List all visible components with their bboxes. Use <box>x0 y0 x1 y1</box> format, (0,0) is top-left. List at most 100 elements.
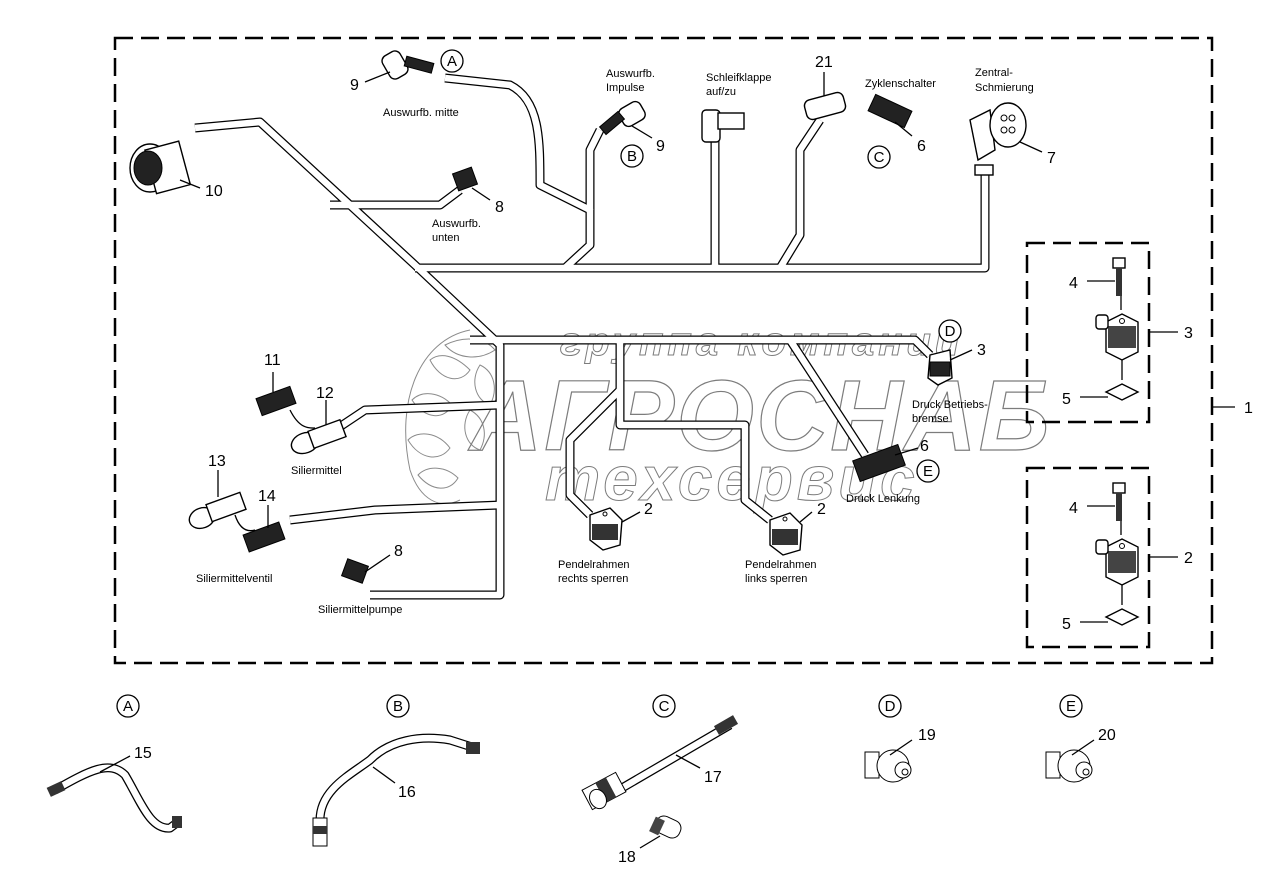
label-impulse-2: Impulse <box>606 82 645 94</box>
ref-c-text: C <box>874 149 885 166</box>
label-betriebsbremse-1: Druck Betriebs- <box>912 399 988 411</box>
callout-15: 15 <box>134 745 152 762</box>
ref-marker-c-detail <box>652 694 676 718</box>
callout-17: 17 <box>704 769 722 786</box>
detail-view-c[interactable]: C 17 18 <box>581 694 739 866</box>
detail-view-a[interactable]: A 15 <box>46 694 182 833</box>
callout-8b: 8 <box>394 543 403 560</box>
callout-21: 21 <box>815 54 833 71</box>
part-schleifklappe[interactable]: Schleifklappe auf/zu <box>701 72 771 143</box>
callout-18: 18 <box>618 849 636 866</box>
detail-view-b[interactable]: B 16 <box>312 694 480 847</box>
callout-8a: 8 <box>495 199 504 216</box>
part-10-round-connector[interactable]: 10 <box>129 140 223 200</box>
label-auswurf-unten-2: unten <box>432 232 460 244</box>
connector-icon <box>803 91 847 121</box>
pressure-switch-20-icon <box>1045 749 1093 783</box>
label-schleifklappe-2: auf/zu <box>706 86 736 98</box>
ref-marker-a[interactable]: A <box>440 49 464 73</box>
ref-d-text: D <box>945 323 956 340</box>
assembly-callout: 1 <box>1244 400 1253 417</box>
label-pendel-links-2: links sperren <box>745 573 807 585</box>
cable-17-icon <box>581 715 739 811</box>
label-siliermittelventil: Siliermittelventil <box>196 573 272 585</box>
cable-15-icon <box>46 763 182 833</box>
callout-9b: 9 <box>656 138 665 155</box>
part-2-pendelrahmen-rechts[interactable]: 2 Pendelrahmen rechts sperren <box>558 501 653 585</box>
ref-marker-d[interactable]: D <box>938 319 962 343</box>
connector-icon <box>255 385 297 417</box>
ref-marker-c[interactable]: C <box>867 145 891 169</box>
seal-icon <box>1104 383 1140 401</box>
callout-3a: 3 <box>977 342 986 359</box>
detail-view-e[interactable]: E 20 <box>1045 694 1116 783</box>
ref-marker-e-detail <box>1059 694 1083 718</box>
callout-2b: 2 <box>817 501 826 518</box>
plug-18-icon <box>649 815 682 839</box>
callout-2c: 2 <box>1184 550 1193 567</box>
part-21-connector[interactable]: 21 <box>803 54 847 121</box>
ref-marker-d-detail <box>878 694 902 718</box>
part-8-auswurf-unten[interactable]: 8 Auswurfb. unten <box>432 166 504 244</box>
part-13-connector[interactable]: 13 <box>186 453 247 532</box>
connector-icon <box>340 558 370 584</box>
part-9-auswurf-impulse[interactable]: 9 Auswurfb. Impulse <box>598 68 665 155</box>
connector-icon <box>867 93 913 129</box>
callout-20: 20 <box>1098 727 1116 744</box>
callout-5b: 5 <box>1062 616 1071 633</box>
callout-4b: 4 <box>1069 500 1078 517</box>
pressure-switch-19-icon <box>864 749 912 783</box>
ref-a-text: A <box>447 53 457 70</box>
part-6-zyklenschalter[interactable]: 6 Zyklenschalter <box>865 78 936 155</box>
callout-16: 16 <box>398 784 416 801</box>
part-14-siliermittelventil[interactable]: 14 Siliermittelventil <box>196 488 286 585</box>
part-8-siliermittelpumpe[interactable]: 8 Siliermittelpumpe <box>318 543 403 616</box>
watermark-line2: АГРОСНАБ <box>467 360 1052 472</box>
part-9-auswurf-mitte[interactable]: 9 Auswurfb. mitte <box>350 49 459 119</box>
callout-4a: 4 <box>1069 275 1078 292</box>
callout-5a: 5 <box>1062 391 1071 408</box>
callout-3b: 3 <box>1184 325 1193 342</box>
callout-6a: 6 <box>917 138 926 155</box>
label-schleifklappe-1: Schleifklappe <box>706 72 771 84</box>
kit-2[interactable]: 4 2 5 <box>1025 466 1193 649</box>
ref-marker-e[interactable]: E <box>916 459 940 483</box>
callout-9a: 9 <box>350 77 359 94</box>
connector-icon <box>451 166 479 192</box>
detail-b-ref: B <box>393 698 403 715</box>
assembly-boundary <box>113 36 1214 665</box>
part-3-druck-betriebsbremse[interactable]: 3 Druck Betriebs- bremse <box>912 342 988 425</box>
ref-marker-a-detail <box>116 694 140 718</box>
label-zentral-1: Zentral- <box>975 67 1013 79</box>
elbow-connector-icon <box>701 109 721 143</box>
label-siliermittel: Siliermittel <box>291 465 342 477</box>
detail-d-ref: D <box>885 698 896 715</box>
harness-wires <box>194 73 990 600</box>
angle-connector-icon <box>969 108 996 162</box>
detail-e-ref: E <box>1066 698 1076 715</box>
detail-view-d[interactable]: D 19 <box>864 694 936 783</box>
part-12-siliermittel[interactable]: 12 Siliermittel <box>288 385 347 477</box>
label-pendel-rechts-2: rechts sperren <box>558 573 628 585</box>
callout-10: 10 <box>205 183 223 200</box>
callout-19: 19 <box>918 727 936 744</box>
watermark-line3: техсервис <box>545 445 919 514</box>
ref-marker-b[interactable]: B <box>620 144 644 168</box>
label-auswurf-unten-1: Auswurfb. <box>432 218 481 230</box>
kit-3[interactable]: 4 3 5 <box>1025 241 1193 424</box>
kit-2-boundary <box>1025 466 1151 649</box>
part-6-druck-lenkung[interactable]: 6 Druck Lenkung <box>846 438 929 505</box>
callout-7: 7 <box>1047 150 1056 167</box>
part-2-pendelrahmen-links[interactable]: 2 Pendelrahmen links sperren <box>745 501 826 585</box>
label-betriebsbremse-2: bremse <box>912 413 949 425</box>
part-7-zentralschmierung[interactable]: 7 Zentral- Schmierung <box>969 67 1056 176</box>
bolt-icon <box>1112 257 1126 310</box>
label-zyklenschalter: Zyklenschalter <box>865 78 936 90</box>
kit-3-boundary <box>1025 241 1151 424</box>
label-pendel-rechts-1: Pendelrahmen <box>558 559 630 571</box>
valve-plug-icon <box>1095 313 1139 380</box>
part-11-connector[interactable]: 11 <box>255 352 297 417</box>
callout-6b: 6 <box>920 438 929 455</box>
cable-16-icon <box>312 733 480 847</box>
